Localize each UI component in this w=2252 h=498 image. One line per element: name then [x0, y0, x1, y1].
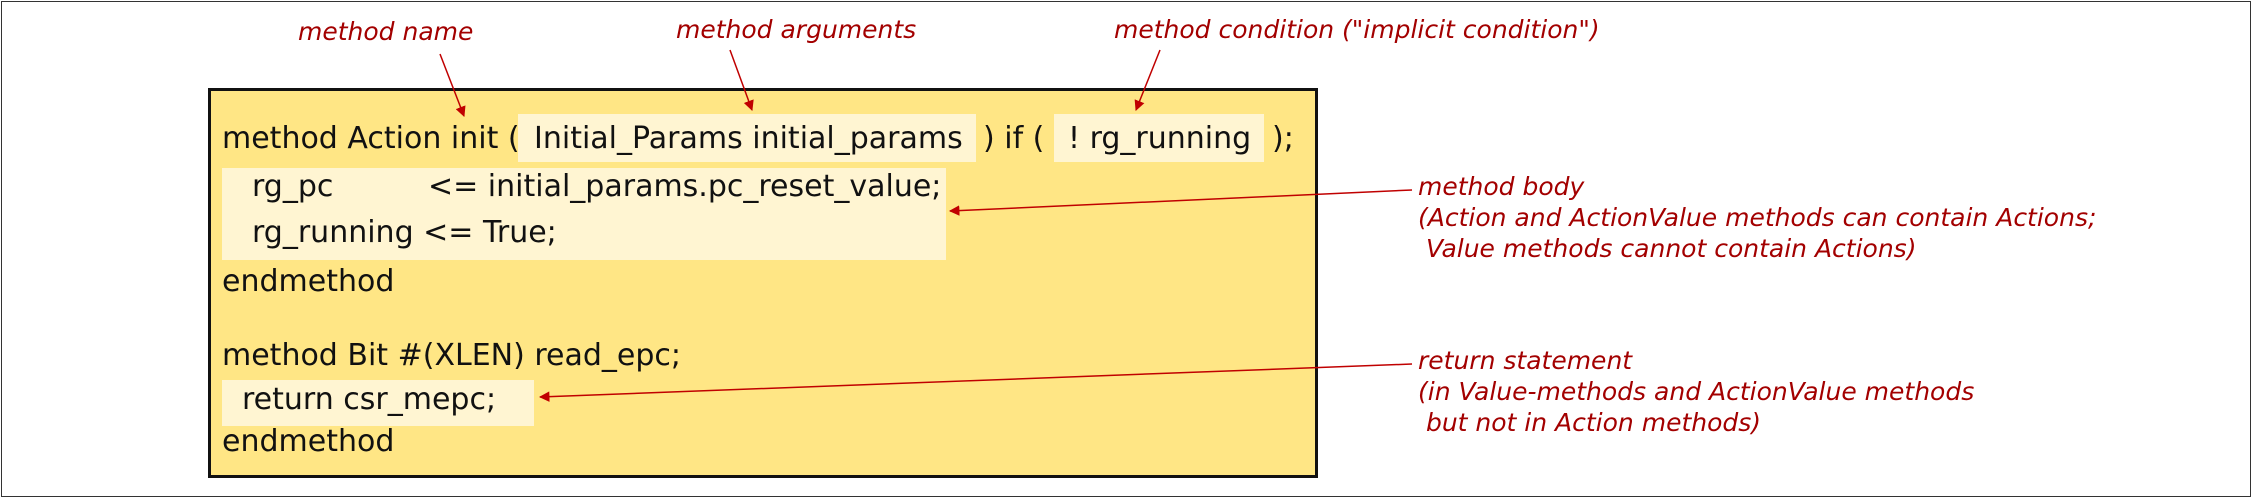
annotation-method-arguments: method arguments [676, 15, 917, 44]
endmethod-2: endmethod [222, 424, 395, 459]
body-line-2: rg_running <= True; [252, 215, 557, 250]
annotation-method-body-line3: Value methods cannot contain Actions) [1418, 234, 1917, 263]
method-value-header: method Bit #(XLEN) read_epc; [222, 338, 682, 373]
endmethod-1: endmethod [222, 264, 395, 299]
body-line-1-rhs: <= initial_params.pc_reset_value; [428, 169, 942, 204]
annotation-method-condition: method condition ("implicit condition") [1114, 15, 1600, 44]
annotation-method-body-line2: (Action and ActionValue methods can cont… [1418, 203, 2097, 232]
method-close-text: ); [1272, 121, 1294, 156]
method-action-header: method Action init ( [222, 121, 520, 156]
return-statement-text: return csr_mepc; [242, 382, 497, 417]
method-if-text: ) if ( [983, 121, 1045, 156]
method-argument-text: Initial_Params initial_params [534, 121, 963, 156]
condition-highlight [1054, 114, 1264, 162]
annotation-method-body-title: method body [1418, 172, 1585, 201]
annotation-return-line3: but not in Action methods) [1418, 408, 1762, 437]
annotation-method-name: method name [298, 17, 474, 46]
annotation-return-line2: (in Value-methods and ActionValue method… [1418, 377, 1975, 406]
argument-highlight [518, 114, 976, 162]
body-line-1-lhs: rg_pc [252, 169, 334, 204]
method-condition-text: ! rg_running [1068, 121, 1252, 156]
annotation-return-title: return statement [1418, 346, 1633, 375]
method-body-highlight [222, 168, 946, 260]
return-highlight [222, 380, 534, 426]
